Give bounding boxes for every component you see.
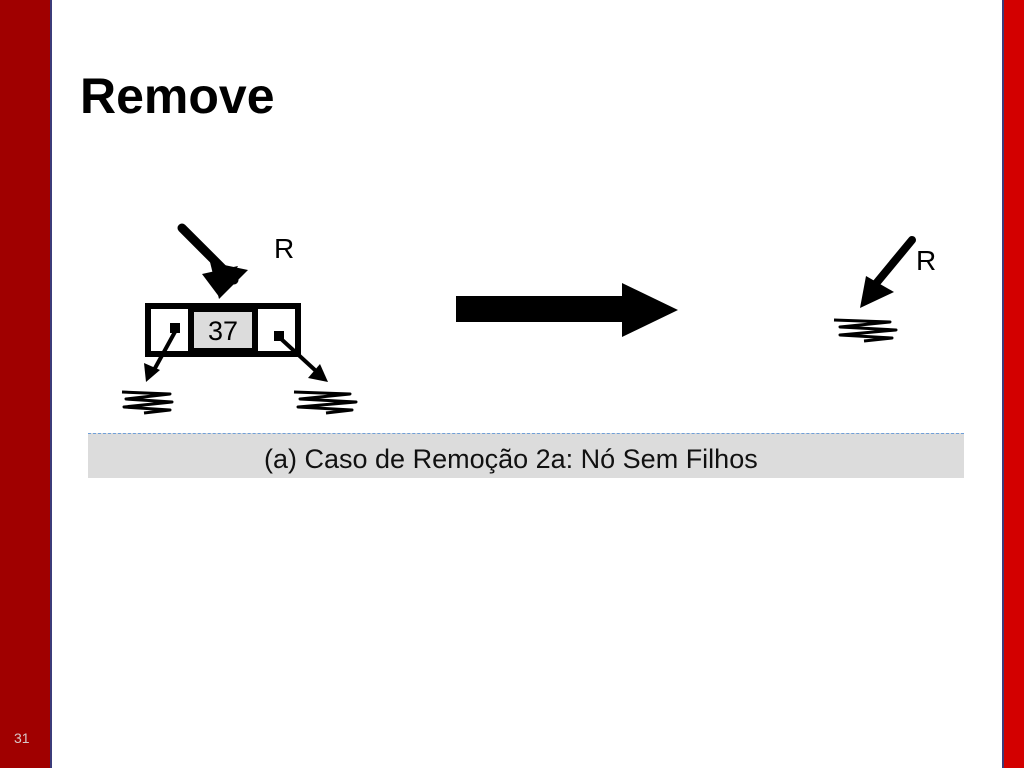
after-pointer-label: R bbox=[916, 245, 936, 276]
figure-caption: (a) Caso de Remoção 2a: Nó Sem Filhos bbox=[264, 444, 758, 474]
null-pointer-icon bbox=[833, 318, 898, 343]
before-pointer-arrow bbox=[177, 223, 248, 299]
slide-title: Remove bbox=[80, 68, 275, 124]
left-child-pointer bbox=[144, 323, 180, 382]
before-pointer-label: R bbox=[274, 233, 294, 264]
arrow-right-icon bbox=[456, 283, 678, 337]
null-pointer-icon bbox=[293, 390, 358, 415]
null-pointer-icon bbox=[121, 390, 174, 415]
page-number: 31 bbox=[14, 730, 30, 746]
figure-caption-band: (a) Caso de Remoção 2a: Nó Sem Filhos bbox=[88, 433, 964, 478]
removal-diagram: R 37 bbox=[88, 200, 964, 480]
right-child-pointer bbox=[274, 331, 328, 382]
node-key: 37 bbox=[208, 316, 238, 346]
tree-node: 37 bbox=[144, 303, 328, 382]
right-accent-bar bbox=[1002, 0, 1024, 768]
after-pointer-arrow bbox=[860, 236, 916, 308]
left-accent-bar bbox=[0, 0, 52, 768]
